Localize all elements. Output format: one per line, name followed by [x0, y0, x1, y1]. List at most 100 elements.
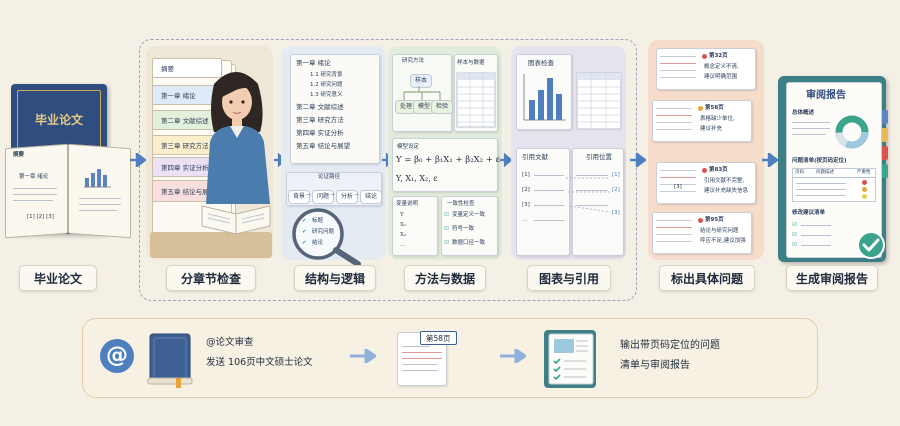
- approved-check-icon: [857, 231, 885, 259]
- report-output-icon: [544, 330, 596, 388]
- arrow-right-icon: [630, 153, 646, 167]
- bar-chart-icon: [523, 74, 566, 121]
- argument-path-title: 论证路径: [318, 174, 341, 180]
- toc-sub-2: 1.2 研究问题: [310, 82, 343, 88]
- issue-desc-line1: 引用文献不完整,: [704, 178, 745, 184]
- flow-arrow-icon: →: [330, 192, 335, 198]
- book-page-header: 摘要: [13, 152, 25, 158]
- method-flow-lines: [403, 86, 441, 100]
- desk-book: [201, 205, 271, 235]
- issue-page: 第32页: [709, 53, 728, 59]
- model-setting-title: 模型设定: [397, 144, 420, 150]
- at-icon: @: [100, 339, 134, 373]
- magnifier-item-2: 研究问题: [312, 229, 335, 235]
- checking-group-border: [139, 39, 637, 301]
- toc-ch2: 第二章 文献综述: [296, 103, 344, 111]
- label-mark-issues: 标出具体问题: [659, 265, 755, 291]
- label-report: 生成审阅报告: [786, 265, 878, 291]
- arrow-right-icon: [500, 153, 512, 167]
- bottom-request-line1: @论文审查: [206, 337, 254, 348]
- report-overview: 总体概述: [792, 110, 815, 116]
- toc-ch4: 第四章 实证分析: [296, 129, 344, 137]
- arrow-right-icon: [350, 349, 376, 363]
- page-tag: 第58页: [420, 331, 457, 345]
- var-desc-y: Y: [400, 212, 404, 218]
- open-book: 摘要 第一章 绪论 [1] [2] [3]: [5, 142, 131, 240]
- issue-marker-icon: [702, 168, 707, 173]
- report-tab-2: [882, 128, 888, 142]
- report-title: 审阅报告: [806, 90, 846, 101]
- issue-marker-icon: [698, 218, 703, 223]
- sample-data-title: 样本与数据: [457, 60, 485, 66]
- book-mini-chart: [84, 169, 111, 188]
- ref-link-1: [1]: [612, 172, 620, 178]
- figure-table-icon: [576, 72, 622, 130]
- label-chapter-check: 分章节检查: [166, 265, 256, 291]
- flow-conclusion: 结论: [360, 190, 383, 204]
- thesis-book: 毕业论文 摘要 第一章 绪论 [1] [2] [3]: [5, 80, 131, 250]
- report-col-severity: 严重性: [857, 170, 871, 175]
- magnifier-item-3: 结论: [312, 240, 324, 246]
- report-tab-4: [882, 164, 888, 178]
- issue-marker-icon: [698, 106, 703, 111]
- label-thesis: 毕业论文: [19, 265, 97, 291]
- method-node-process: 处理: [395, 100, 418, 114]
- toc-ch1: 第一章 绪论: [296, 59, 331, 67]
- research-method-title: 研究方法: [402, 58, 425, 64]
- ref-more: …: [522, 217, 528, 223]
- consistency-title: 一致性检查: [447, 201, 475, 207]
- model-variables: Y, X₁, X₂, ε: [396, 174, 438, 183]
- method-node-test: 检验: [431, 100, 454, 114]
- var-desc-x2: X₂: [400, 232, 407, 238]
- report-col-page: 页码: [795, 170, 804, 175]
- magnifier-check-3: ✔: [302, 240, 307, 246]
- var-desc-x1: X₁: [400, 222, 407, 228]
- check-icon: ☑: [444, 212, 449, 218]
- magnifier-check-2: ✔: [302, 229, 307, 235]
- toc-ch5: 第五章 结论与展望: [296, 142, 351, 150]
- toc-sub-1: 1.1 研究背景: [310, 72, 343, 78]
- arrow-right-icon: [762, 153, 778, 167]
- var-desc-more: …: [400, 242, 406, 248]
- severity-dot-orange: [862, 187, 867, 192]
- ref-link-3: [3]: [612, 210, 620, 216]
- consistency-3: 数据口径一致: [452, 240, 486, 246]
- flow-background: 背景: [288, 190, 311, 204]
- magnifier-check-1: ✔: [302, 218, 307, 224]
- issue-page: 第95页: [705, 217, 724, 223]
- reviewer-illustration: [206, 72, 270, 204]
- label-figure-citation: 图表与引用: [527, 265, 611, 291]
- ref-3: [3]: [522, 202, 530, 208]
- toc-sub-3: 1.3 研究意义: [310, 92, 343, 98]
- citation-lit-title: 引用文献: [522, 153, 548, 161]
- citation-pos-card: [572, 148, 624, 256]
- consistency-2: 符号一致: [452, 226, 475, 232]
- flow-arrow-icon: →: [306, 192, 311, 198]
- flow-arrow-icon: →: [354, 192, 359, 198]
- citation-lit-card: [516, 148, 570, 256]
- issue-ref-badge: [3]: [674, 184, 682, 190]
- arrow-right-icon: [500, 349, 526, 363]
- notebook-icon: [147, 333, 193, 388]
- ref-2: [2]: [522, 187, 530, 193]
- label-structure-logic: 结构与逻辑: [294, 265, 376, 291]
- issue-desc-line2: 建议补充: [700, 126, 723, 132]
- issue-desc-line1: 概念定义不清,: [704, 64, 739, 70]
- book-cover-title: 毕业论文: [34, 113, 83, 127]
- book-page-refs: [1] [2] [3]: [27, 214, 54, 220]
- consistency-card: [441, 196, 498, 256]
- check-icon: ☑: [444, 240, 449, 246]
- chapter-tab-1[interactable]: 第一章 绪论: [152, 85, 222, 105]
- chapter-tab-0[interactable]: 摘要: [152, 58, 222, 78]
- data-table-icon: [456, 72, 496, 128]
- bottom-request-line2: 发送 106页中文硕士论文: [206, 357, 313, 368]
- report-tab-1: [882, 110, 888, 124]
- report-issue-list: 问题清单(按页码定位): [792, 158, 847, 164]
- method-node-sample: 样本: [410, 74, 433, 88]
- report-tab-3: [882, 146, 888, 160]
- desk: [150, 232, 272, 258]
- issue-desc-line2: 建议明确范围: [704, 74, 738, 80]
- issue-page-lines: [660, 56, 696, 84]
- issue-page: 第58页: [705, 105, 724, 111]
- bottom-output-line2: 清单与审阅报告: [620, 360, 690, 371]
